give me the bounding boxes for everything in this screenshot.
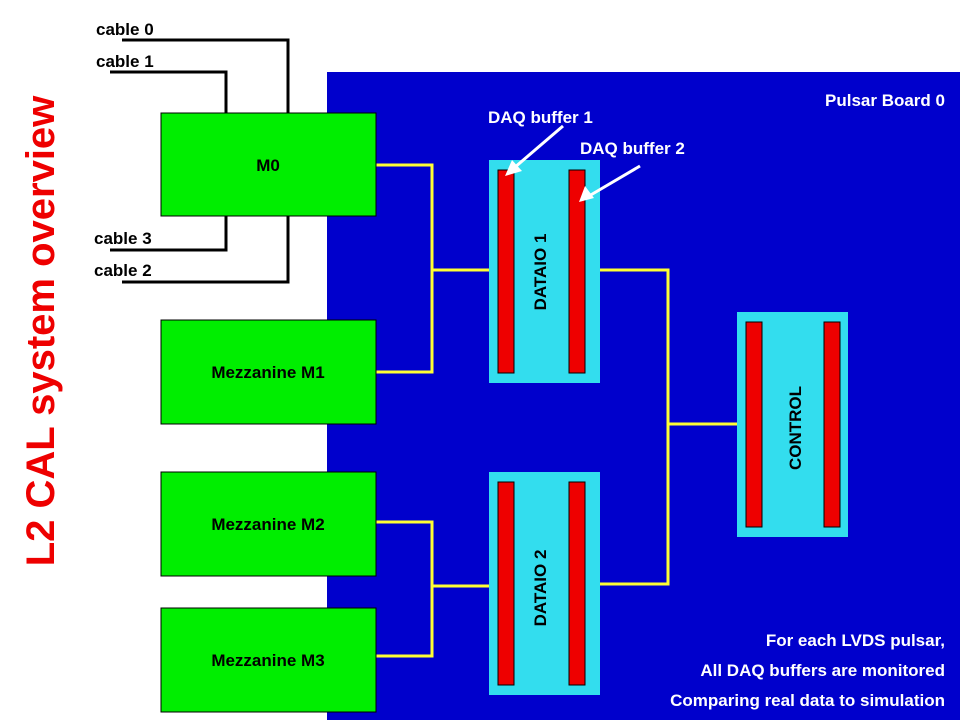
- connector-lines: [376, 163, 737, 658]
- cable-0-line: [122, 38, 290, 113]
- dataio2-buffer-right-bar: [568, 481, 586, 686]
- cable-3-line: [110, 216, 228, 252]
- note-line-2: All DAQ buffers are monitored: [700, 661, 945, 680]
- cable-lines: [110, 38, 290, 284]
- cable-0-label: cable 0: [96, 20, 154, 39]
- daq-buffer-2-arrow-line: [588, 164, 641, 198]
- daq-buffer-1-bar: [497, 169, 515, 374]
- cable-2-label: cable 2: [94, 261, 152, 280]
- daq-buffer-1-arrow-line: [513, 124, 564, 170]
- note-line-3: Comparing real data to simulation: [670, 691, 945, 710]
- mezzanine-m3-label: Mezzanine M3: [211, 651, 324, 670]
- mezzanine-m1-box: [160, 319, 377, 425]
- pulsar-board: [327, 72, 960, 720]
- connector-m2-m3-dataio2: [376, 520, 434, 658]
- dataio1-label: DATAIO 1: [531, 234, 550, 311]
- mezzanine-m0-box: [160, 112, 377, 217]
- mezzanine-m2-label: Mezzanine M2: [211, 515, 324, 534]
- dataio2-buffer-left-bar: [497, 481, 515, 686]
- connector-dataio-control: [600, 268, 670, 586]
- daq-buffer-1-label: DAQ buffer 1: [488, 108, 593, 127]
- control-label: CONTROL: [786, 386, 805, 470]
- daq-buffer-2-arrow-head: [579, 186, 594, 202]
- dataio2-label: DATAIO 2: [531, 550, 550, 627]
- page-title: L2 CAL system overview: [19, 95, 63, 566]
- daq-buffer-2-label: DAQ buffer 2: [580, 139, 685, 158]
- mezzanine-m0-label: M0: [256, 156, 280, 175]
- daq-buffer-1-arrow-head: [505, 160, 522, 176]
- cable-3-label: cable 3: [94, 229, 152, 248]
- cable-1-label: cable 1: [96, 52, 154, 71]
- control-left-bar: [745, 321, 763, 528]
- daq-buffer-2-bar: [568, 169, 586, 374]
- cable-2-line: [122, 216, 290, 284]
- daq-buffer-arrows: [505, 124, 641, 202]
- mezzanine-m3-box: [160, 607, 377, 713]
- control-right-bar: [823, 321, 841, 528]
- mezzanine-m2-box: [160, 471, 377, 577]
- mezzanine-m1-label: Mezzanine M1: [211, 363, 324, 382]
- pulsar-board-label: Pulsar Board 0: [825, 91, 945, 110]
- cable-1-line: [110, 70, 228, 113]
- note-line-1: For each LVDS pulsar,: [766, 631, 945, 650]
